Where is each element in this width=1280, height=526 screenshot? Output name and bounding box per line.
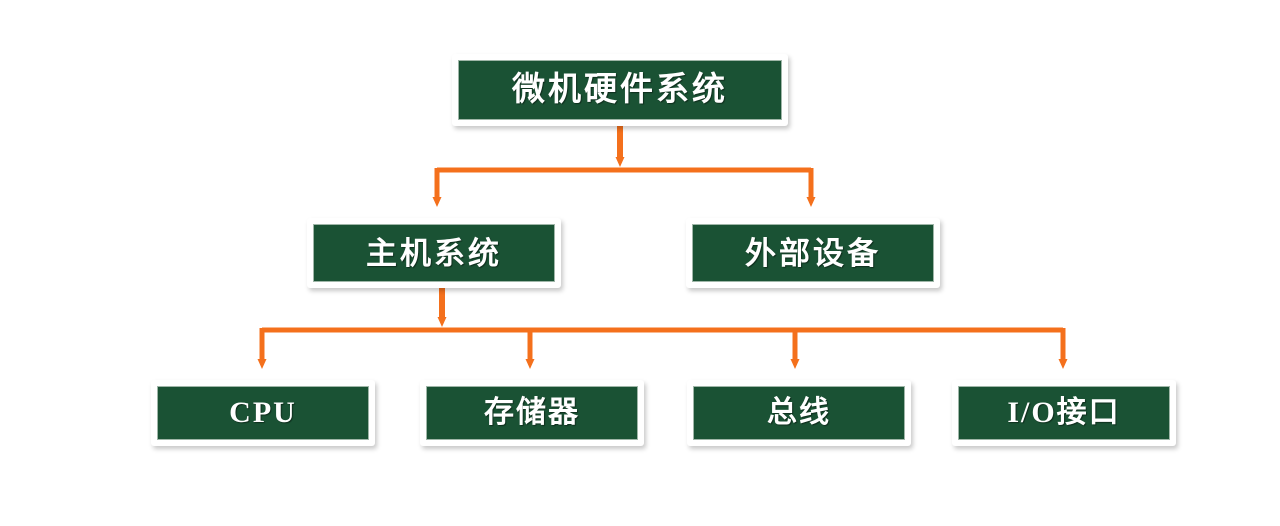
- node-peripheral-devices-frame: 外部设备: [692, 224, 934, 282]
- node-io-interface-label: I/O接口: [1007, 396, 1121, 429]
- node-root-hardware-system-label: 微机硬件系统: [512, 71, 728, 108]
- node-bus-frame: 总线: [693, 386, 905, 440]
- node-io-interface-frame: I/O接口: [958, 386, 1170, 440]
- node-root-hardware-system-frame: 微机硬件系统: [458, 60, 782, 120]
- node-memory-frame: 存储器: [426, 386, 638, 440]
- node-cpu-label: CPU: [229, 396, 297, 429]
- node-host-system-frame: 主机系统: [313, 224, 555, 282]
- node-peripheral-devices-label: 外部设备: [745, 235, 881, 271]
- node-bus-label: 总线: [767, 396, 831, 429]
- node-memory[interactable]: 存储器: [420, 380, 644, 446]
- node-bus[interactable]: 总线: [687, 380, 911, 446]
- node-memory-label: 存储器: [484, 396, 580, 429]
- node-host-system-label: 主机系统: [366, 235, 502, 271]
- node-root-hardware-system[interactable]: 微机硬件系统: [452, 54, 788, 126]
- node-io-interface[interactable]: I/O接口: [952, 380, 1176, 446]
- node-cpu[interactable]: CPU: [151, 380, 375, 446]
- node-peripheral-devices[interactable]: 外部设备: [686, 218, 940, 288]
- node-host-system[interactable]: 主机系统: [307, 218, 561, 288]
- node-cpu-frame: CPU: [157, 386, 369, 440]
